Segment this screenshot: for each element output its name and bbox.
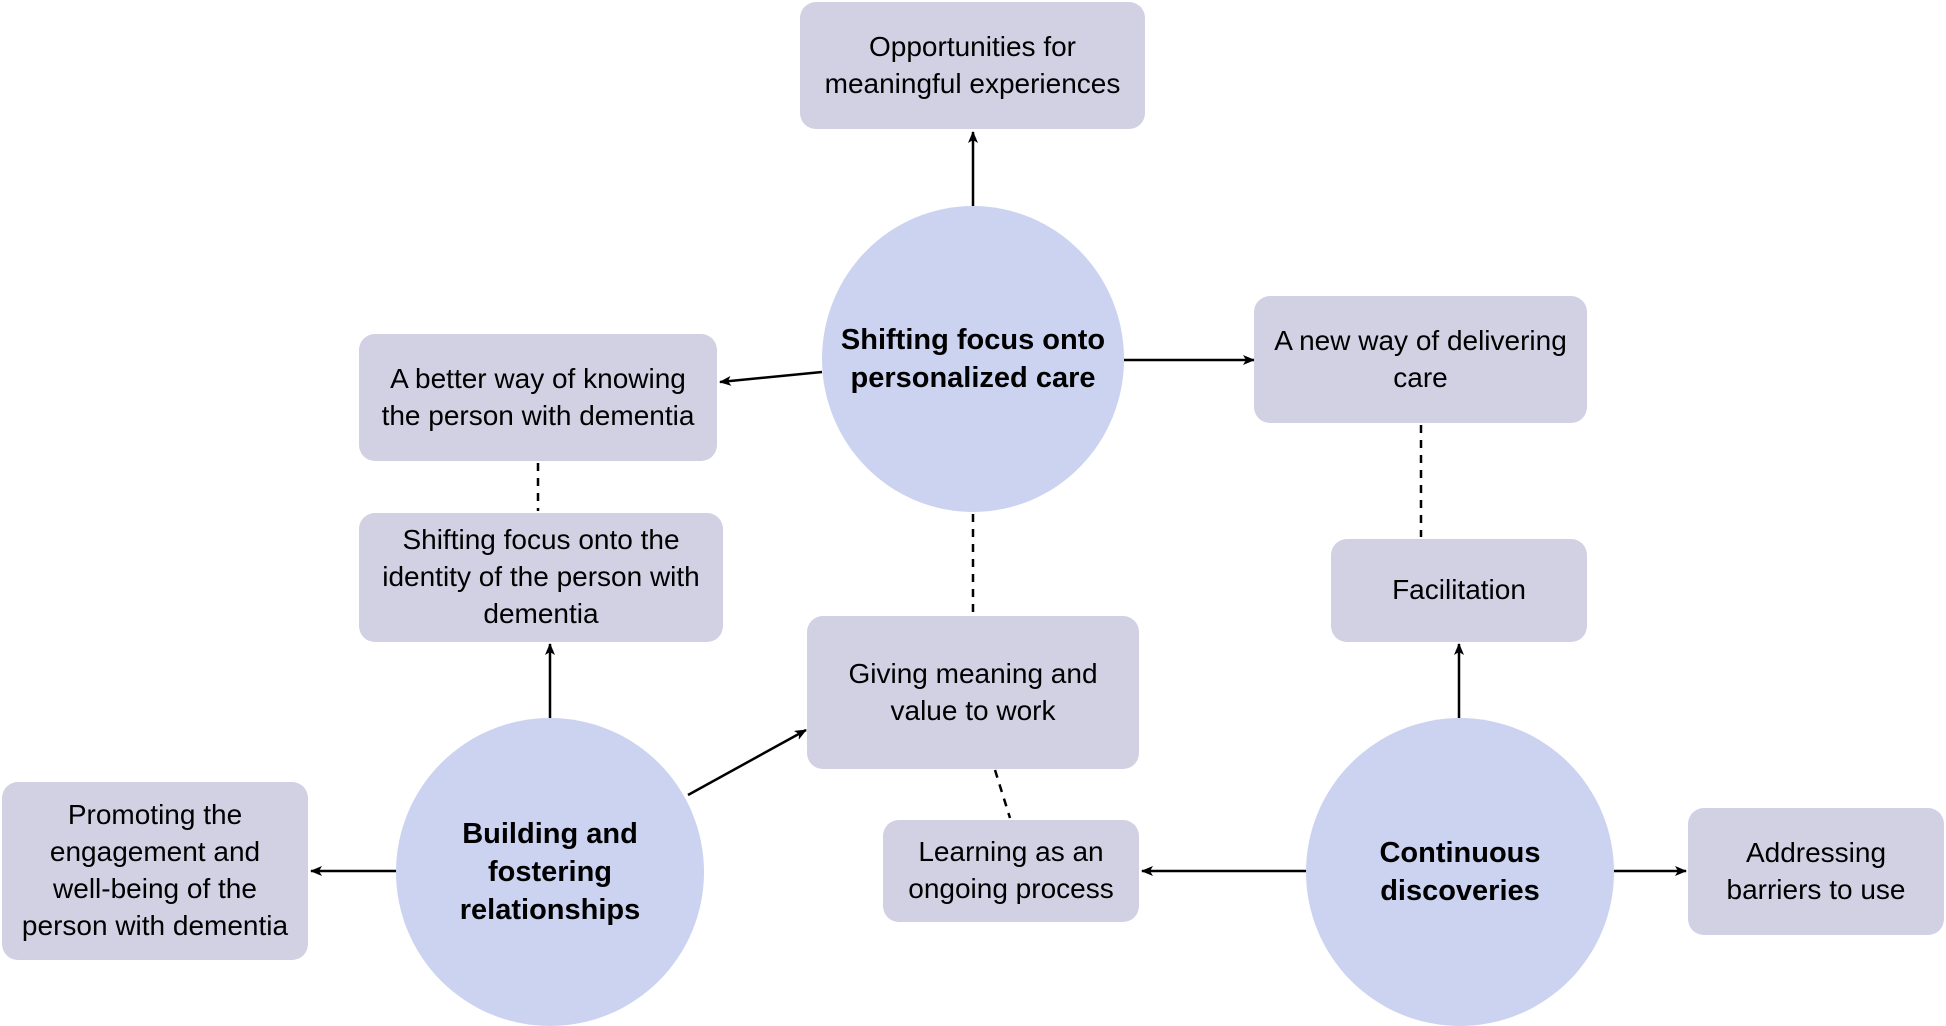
subtheme-identity: Shifting focus onto the identity of the … xyxy=(359,513,723,642)
theme-personalized-care: Shifting focus onto personalized care xyxy=(822,206,1124,512)
subtheme-knowing-person-label: A better way of knowing the person with … xyxy=(381,362,695,431)
subtheme-engagement-label: Promoting the engagement and well-being … xyxy=(21,799,289,941)
subtheme-facilitation: Facilitation xyxy=(1331,539,1587,642)
subtheme-delivering-care-label: A new way of delivering care xyxy=(1274,324,1567,393)
subtheme-meaningful-experiences: Opportunities for meaningful experiences xyxy=(800,2,1145,129)
theme-building-relationships-label: Building and fostering relationships xyxy=(459,817,641,927)
subtheme-barriers-label: Addressing barriers to use xyxy=(1726,836,1906,905)
subtheme-facilitation-label: Facilitation xyxy=(1392,574,1526,606)
subtheme-engagement: Promoting the engagement and well-being … xyxy=(2,782,308,960)
subtheme-identity-label: Shifting focus onto the identity of the … xyxy=(382,524,700,629)
subtheme-learning: Learning as an ongoing process xyxy=(883,820,1139,922)
subtheme-meaning-work: Giving meaning and value to work xyxy=(807,616,1139,769)
subtheme-delivering-care: A new way of delivering care xyxy=(1254,296,1587,423)
theme-continuous-discoveries-label: Continuous discoveries xyxy=(1379,836,1541,907)
arrow-relationships-to-meaning_work xyxy=(687,728,807,797)
subtheme-barriers: Addressing barriers to use xyxy=(1688,808,1944,935)
theme-continuous-discoveries: Continuous discoveries xyxy=(1306,718,1614,1026)
theme-personalized-care-label: Shifting focus onto personalized care xyxy=(840,323,1106,394)
arrow-personalized_care-to-knowing_person xyxy=(719,370,823,386)
dashed-link-meaning_work-learning xyxy=(993,769,1012,819)
subtheme-knowing-person: A better way of knowing the person with … xyxy=(359,334,717,461)
subtheme-learning-label: Learning as an ongoing process xyxy=(908,836,1114,904)
theme-building-relationships: Building and fostering relationships xyxy=(396,718,704,1026)
link-group xyxy=(310,131,1687,876)
subtheme-meaning-work-label: Giving meaning and value to work xyxy=(848,657,1098,726)
subtheme-meaningful-experiences-label: Opportunities for meaningful experiences xyxy=(824,30,1121,99)
